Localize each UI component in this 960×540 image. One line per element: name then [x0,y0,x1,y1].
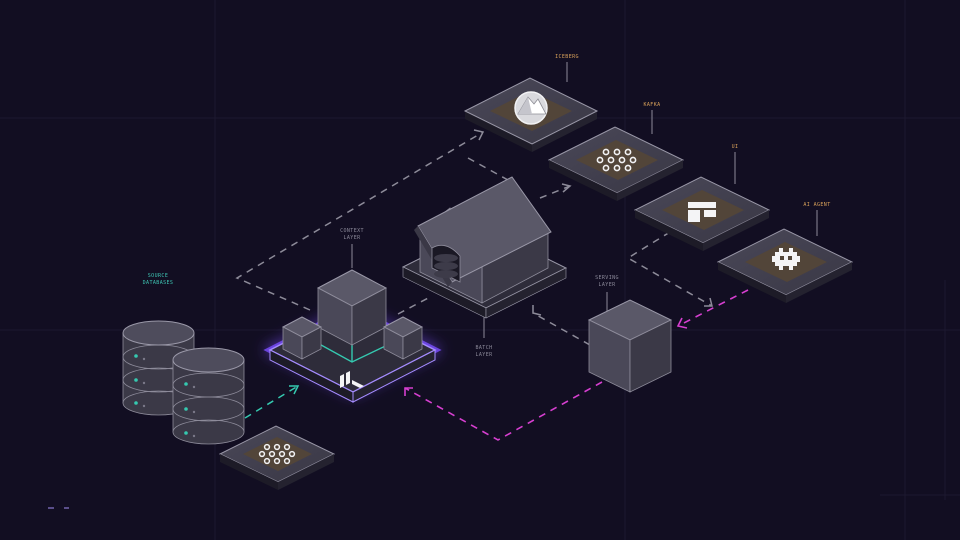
ui-tile[interactable] [633,176,771,251]
ui-label: UI [732,144,739,150]
ui-app-logo-icon [688,202,716,222]
kafka-logo-icon [596,148,637,172]
iceberg-label: ICEBERG [555,54,579,60]
context-right-cube [382,316,424,360]
bottom-kafka-tile[interactable] [218,425,336,490]
flow-arrows-teal [244,385,299,419]
serving-layer-cube [587,299,673,393]
source-databases-label-line2: DATABASES [143,280,174,286]
context-layer-label-line2: LAYER [343,235,361,241]
flow-arrowheads-teal [289,385,300,395]
batch-layer-label-line1: BATCH [475,345,492,351]
flow-arrowheads-gray [473,129,713,316]
flow-arrows-magenta [404,289,749,441]
context-layer-label-line1: CONTEXT [340,228,364,234]
source-databases-label-line1: SOURCE [148,273,168,279]
iceberg-logo-icon [514,91,548,125]
ai-agent-label: AI AGENT [803,202,830,208]
ai-agent-robot-icon [772,248,800,270]
batch-layer-label-line2: LAYER [475,352,493,358]
context-core-cube [316,269,388,346]
serving-layer-label-line2: LAYER [598,282,616,288]
source-database-front [172,347,245,445]
label-connectors [351,62,818,338]
serving-layer-label-line1: SERVING [595,275,619,281]
platform-logo-icon [340,371,364,388]
flow-arrowheads-magenta [404,317,688,396]
kafka-label: KAFKA [643,102,660,108]
batch-layer-house [414,176,552,304]
context-left-cube [281,316,323,360]
bottom-kafka-logo-icon [258,443,296,465]
flow-arrows-gray [235,131,713,346]
kafka-tile[interactable] [547,126,685,201]
